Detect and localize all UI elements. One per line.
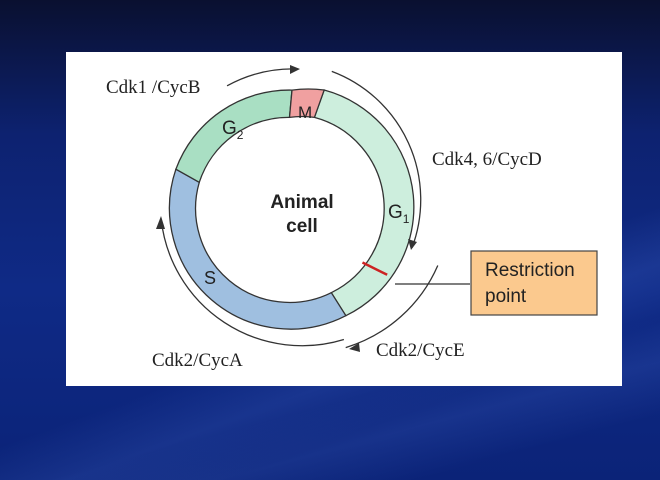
cdk1-arrowhead (290, 65, 300, 74)
cell-cycle-diagram: Restriction point Animal cell M G1 G2 S … (106, 65, 598, 371)
diagram-panel: Restriction point Animal cell M G1 G2 S … (66, 52, 622, 386)
cdk2e-arrowhead (349, 343, 360, 352)
g1-label-sub: 1 (403, 212, 410, 226)
s-phase-label: S (204, 268, 216, 288)
m-phase-label: M (298, 103, 312, 122)
cdk46-arrowhead (408, 239, 417, 250)
restriction-label-line2: point (485, 286, 527, 307)
restriction-label-line1: Restriction (485, 260, 575, 281)
m-phase-segment (288, 88, 326, 119)
center-label-line2: cell (286, 216, 318, 237)
restriction-point-marker (361, 261, 388, 276)
g2-label-sub: 2 (237, 128, 244, 142)
cdk2a-arrowhead (156, 216, 165, 229)
cdk2a-arrow (160, 219, 345, 347)
g1-label-g: G (388, 202, 403, 223)
cdk46-cycd-label: Cdk4, 6/CycD (432, 149, 542, 170)
cdk1-arrow (226, 68, 299, 87)
cdk2-cyce-label: Cdk2/CycE (376, 340, 465, 361)
center-label-line1: Animal (270, 192, 333, 213)
g2-label-g: G (222, 118, 237, 139)
cdk46-arrow (331, 70, 422, 249)
restriction-point-box (470, 250, 598, 316)
g2-phase-label: G2 (222, 118, 244, 142)
s-phase-segment (168, 168, 347, 330)
cdk2-cyca-label: Cdk2/CycA (152, 350, 243, 371)
cdk1-cycb-label: Cdk1 /CycB (106, 77, 200, 98)
cdk2e-arrow (345, 265, 439, 349)
g1-phase-label: G1 (388, 202, 410, 226)
